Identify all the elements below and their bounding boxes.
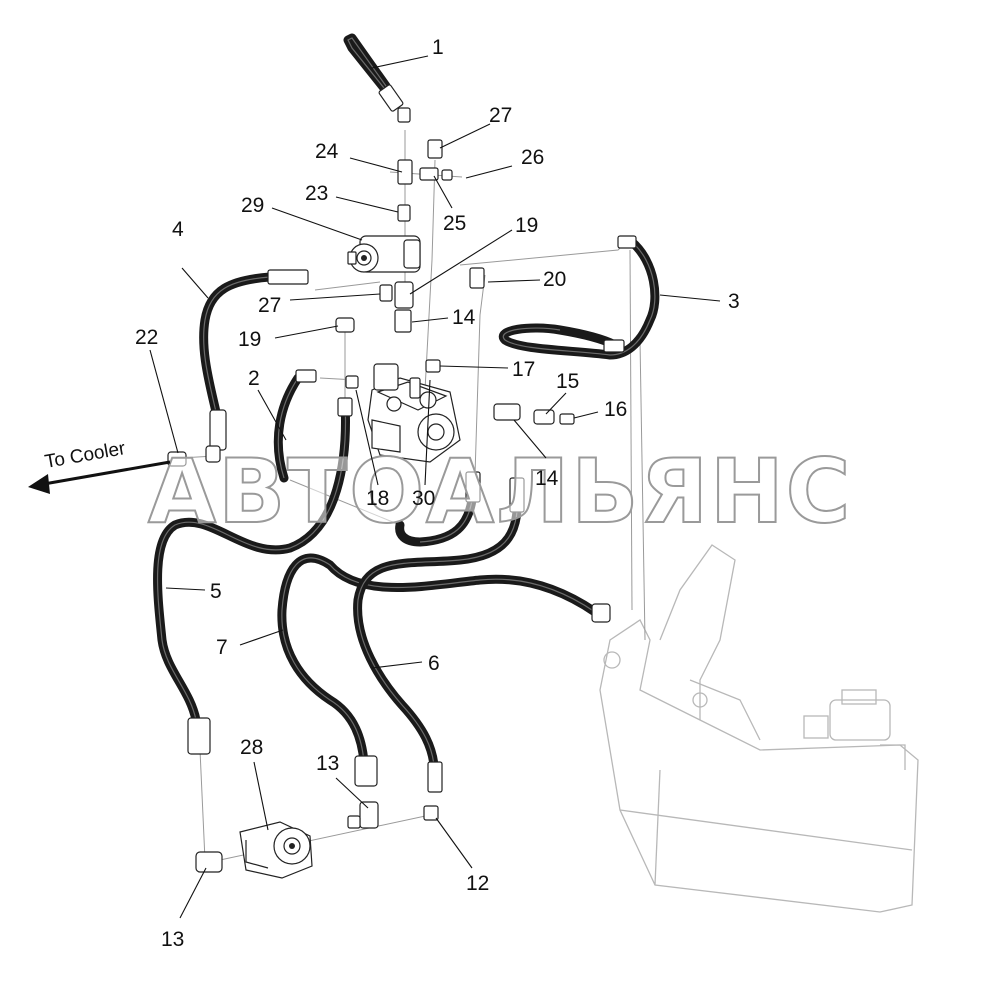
callout-1: 1 (432, 36, 444, 59)
callout-18: 18 (366, 487, 389, 510)
callout-12: 12 (466, 872, 489, 895)
callout-13-upper: 13 (316, 752, 339, 775)
callout-16: 16 (604, 398, 627, 421)
callout-28: 28 (240, 736, 263, 759)
tank-outline (599, 544, 919, 913)
callout-17: 17 (512, 358, 535, 381)
callout-27-mid: 27 (258, 294, 281, 317)
callout-20: 20 (543, 268, 566, 291)
callout-4: 4 (172, 218, 184, 241)
callout-15: 15 (556, 370, 579, 393)
callout-13-lower: 13 (161, 928, 184, 951)
callouts: 1 27 24 26 23 25 29 19 20 27 14 19 17 15… (135, 36, 740, 951)
watermark-text: АВТОАЛЬЯНС (148, 440, 852, 543)
callout-27-top: 27 (489, 104, 512, 127)
callout-30: 30 (412, 487, 435, 510)
pump-28 (239, 821, 313, 879)
callout-24: 24 (315, 140, 339, 163)
callout-19-top: 19 (515, 214, 538, 237)
callout-2: 2 (248, 367, 260, 390)
callout-22: 22 (135, 326, 158, 349)
pump-29 (347, 235, 421, 273)
leader-lines (149, 55, 721, 919)
callout-5: 5 (210, 580, 222, 603)
hoses (153, 33, 660, 770)
callout-7: 7 (216, 636, 228, 659)
callout-25: 25 (443, 212, 466, 235)
callout-3: 3 (728, 290, 740, 313)
callout-26: 26 (521, 146, 544, 169)
fittings (167, 84, 637, 873)
callout-14-top: 14 (452, 306, 476, 329)
callout-23: 23 (305, 182, 328, 205)
to-cooler-label: To Cooler (43, 438, 127, 473)
callout-6: 6 (428, 652, 440, 675)
callout-19-mid: 19 (238, 328, 261, 351)
callout-29: 29 (241, 194, 264, 217)
callout-14-bottom: 14 (535, 467, 559, 490)
